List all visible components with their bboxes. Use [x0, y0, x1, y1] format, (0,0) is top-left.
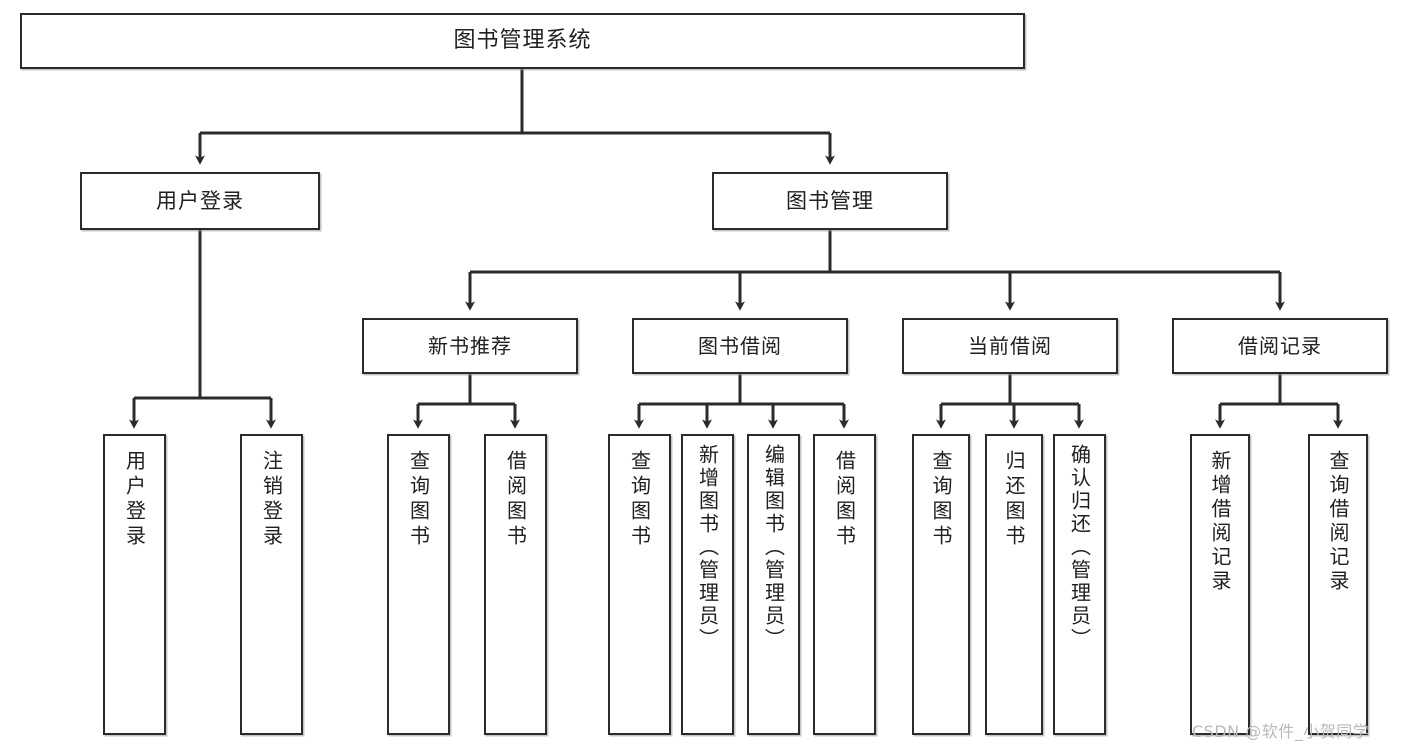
node-borrow-record-label: 借阅记录 — [1238, 333, 1322, 358]
node-current-borrow-label: 当前借阅 — [968, 333, 1052, 358]
csdn-watermark: CSDN @软件_小贺同学 — [1192, 722, 1370, 741]
node-new-book-recommend[interactable]: 新书推荐 — [362, 318, 578, 374]
leaf-query-book-recommend[interactable]: 查询图书 — [387, 434, 450, 735]
node-new-book-recommend-label: 新书推荐 — [428, 333, 512, 358]
leaf-logout[interactable]: 注销登录 — [240, 434, 303, 735]
leaf-query-book-borrow[interactable]: 查询图书 — [608, 434, 671, 735]
leaf-return-book[interactable]: 归还图书 — [985, 434, 1043, 735]
node-root[interactable]: 图书管理系统 — [20, 13, 1025, 69]
leaf-logout-label: 注销登录 — [259, 450, 284, 550]
node-user-login-label: 用户登录 — [156, 188, 244, 213]
leaf-confirm-return-admin-label: 确认归还（管理员） — [1067, 444, 1092, 651]
node-user-login[interactable]: 用户登录 — [80, 172, 320, 230]
node-book-borrow[interactable]: 图书借阅 — [632, 318, 848, 374]
leaf-add-book-admin-label: 新增图书（管理员） — [695, 444, 720, 651]
leaf-query-book-borrow-label: 查询图书 — [627, 450, 652, 550]
leaf-confirm-return-admin[interactable]: 确认归还（管理员） — [1053, 434, 1106, 735]
leaf-query-book-recommend-label: 查询图书 — [406, 450, 431, 550]
leaf-borrow-book-recommend-label: 借阅图书 — [503, 450, 528, 550]
leaf-user-login-label: 用户登录 — [122, 450, 147, 550]
node-book-management-label: 图书管理 — [786, 188, 874, 213]
leaf-query-book-current-label: 查询图书 — [929, 450, 953, 550]
leaf-query-borrow-record[interactable]: 查询借阅记录 — [1308, 434, 1368, 735]
node-current-borrow[interactable]: 当前借阅 — [902, 318, 1118, 374]
leaf-query-borrow-record-label: 查询借阅记录 — [1326, 450, 1350, 594]
leaf-return-book-label: 归还图书 — [1002, 450, 1026, 550]
node-borrow-record[interactable]: 借阅记录 — [1172, 318, 1388, 374]
node-root-label: 图书管理系统 — [453, 28, 592, 54]
node-book-borrow-label: 图书借阅 — [698, 333, 782, 358]
leaf-user-login[interactable]: 用户登录 — [103, 434, 166, 735]
leaf-borrow-book-label: 借阅图书 — [832, 450, 857, 550]
leaf-edit-book-admin-label: 编辑图书（管理员） — [761, 444, 786, 651]
leaf-borrow-book-recommend[interactable]: 借阅图书 — [484, 434, 547, 735]
leaf-add-book-admin[interactable]: 新增图书（管理员） — [681, 434, 734, 735]
leaf-borrow-book[interactable]: 借阅图书 — [813, 434, 876, 735]
leaf-query-book-current[interactable]: 查询图书 — [912, 434, 970, 735]
leaf-edit-book-admin[interactable]: 编辑图书（管理员） — [747, 434, 800, 735]
leaf-add-borrow-record[interactable]: 新增借阅记录 — [1190, 434, 1250, 735]
leaf-add-borrow-record-label: 新增借阅记录 — [1208, 450, 1232, 594]
node-book-management[interactable]: 图书管理 — [712, 172, 948, 230]
